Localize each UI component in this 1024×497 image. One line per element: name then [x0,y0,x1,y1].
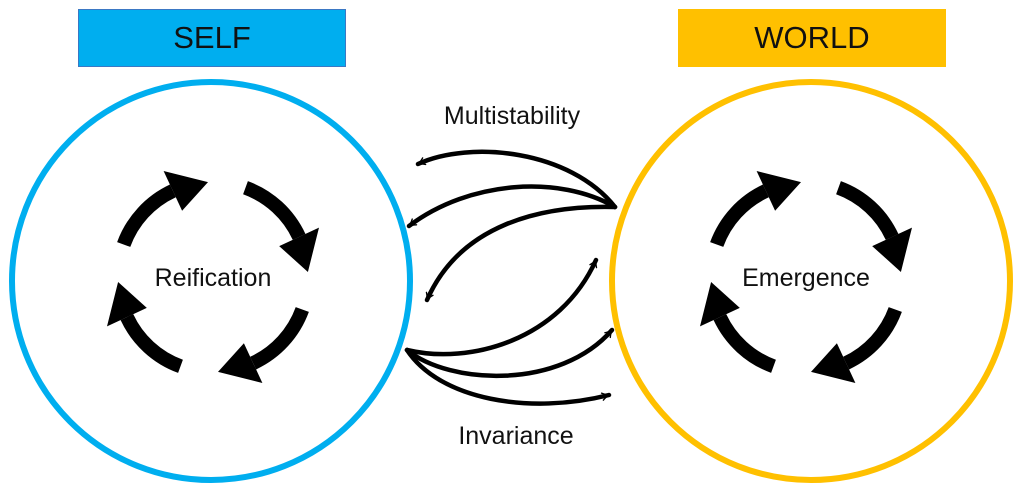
cycle-arrowhead [107,282,147,327]
multistability-arrow [415,149,618,210]
cycle-arc [835,181,899,241]
multistability-arrow [406,184,618,229]
cycle-arrowhead [811,343,856,383]
cycle-arc [120,313,184,373]
self-title: SELF [173,20,251,55]
cycle-arc [249,306,309,370]
invariance-arrow [404,327,615,379]
cycle-arrowhead [700,282,740,327]
cycle-arrowhead [872,227,912,272]
world-circle [609,79,1013,483]
emergence-cycle-icon [700,171,912,383]
reification-label: Reification [155,264,272,292]
cycle-arc [242,181,306,241]
invariance-arrow [404,347,612,406]
emergence-label: Emergence [742,264,870,292]
invariance-arrows [404,257,615,406]
cycle-arc [842,306,902,370]
cycle-arc [713,313,777,373]
multistability-label: Multistability [444,102,581,130]
world-title-box: WORLD [678,9,946,67]
cycle-arc [710,184,770,248]
multistability-arrow [424,204,618,303]
invariance-label: Invariance [458,422,573,450]
cycle-arrowhead [279,227,319,272]
cycle-arrowhead [218,343,263,383]
reification-cycle-icon [107,171,319,383]
world-title: WORLD [754,20,870,55]
cycle-arrowhead [756,171,801,211]
invariance-arrow [404,257,599,357]
cycle-arrowhead [163,171,208,211]
cycle-arc [117,184,177,248]
self-title-box: SELF [78,9,346,67]
self-circle [9,79,413,483]
multistability-arrows [406,149,618,303]
